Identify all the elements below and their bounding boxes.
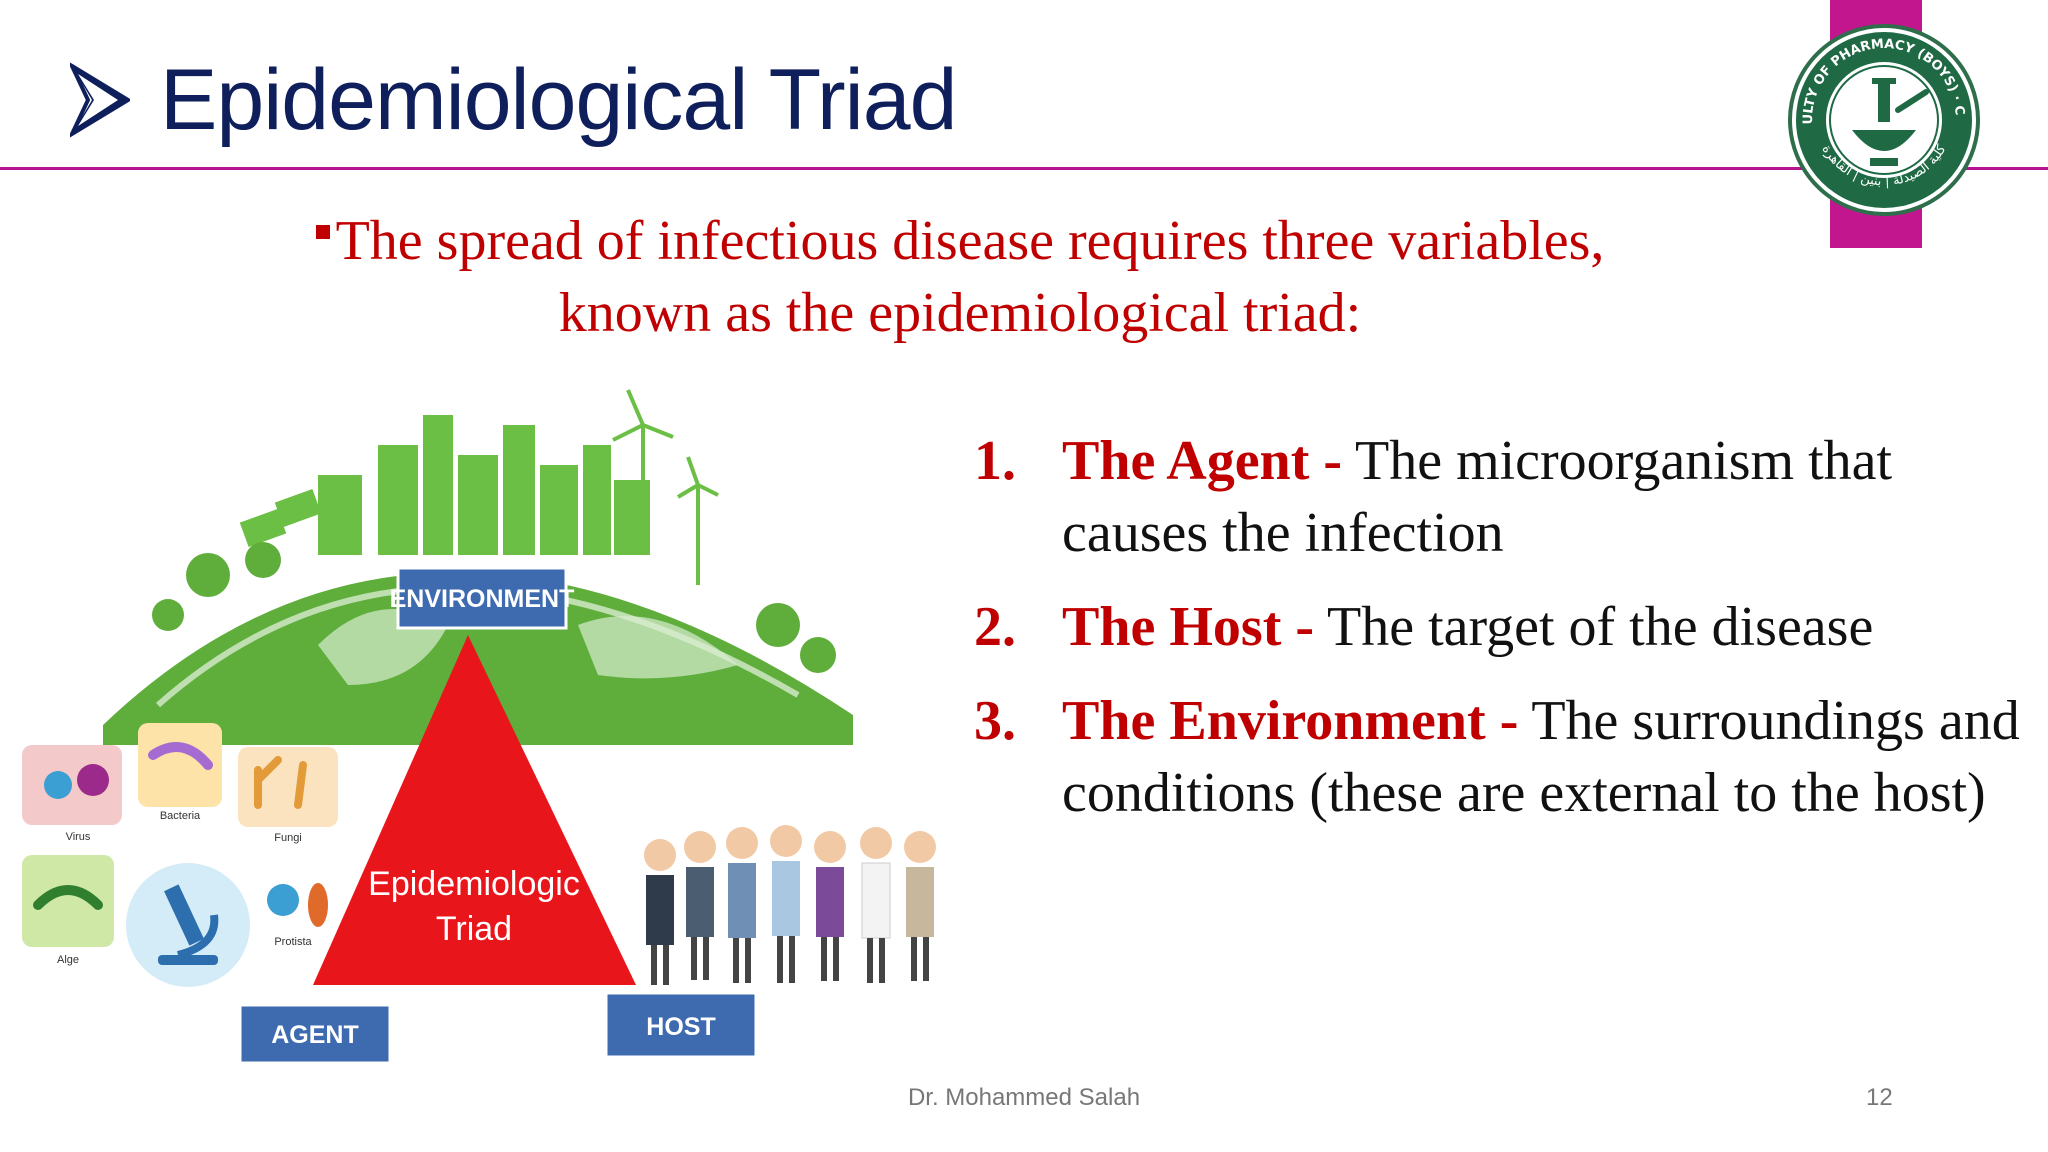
faculty-seal-logo: FACULTY OF PHARMACY (BOYS) · CAIRO كلية … <box>1786 22 1980 216</box>
triad-list: 1. The Agent - The microorganism that ca… <box>970 425 2040 851</box>
list-number: 2. <box>974 596 1016 658</box>
agent-label: AGENT <box>271 1021 359 1049</box>
microbe-label-protista: Protista <box>274 936 312 948</box>
page-number: 12 <box>1866 1084 1893 1111</box>
microbe-label-alge: Alge <box>57 954 79 966</box>
microscope-icon <box>158 884 219 965</box>
intro-line-2: known as the epidemiological triad: <box>558 282 1362 344</box>
list-term: The Host - <box>1062 596 1314 658</box>
triad-label-line1: Epidemiologic <box>368 865 580 903</box>
intro-line-1: The spread of infectious disease require… <box>335 210 1605 272</box>
host-label: HOST <box>646 1013 715 1041</box>
agent-label-box <box>238 1003 392 1065</box>
microbe-label-bacteria: Bacteria <box>160 810 201 822</box>
list-description: The target of the disease <box>1327 596 1874 658</box>
list-term: The Environment - <box>1062 690 1519 752</box>
list-item-environment: 3. The Environment - The surroundings an… <box>970 685 2040 829</box>
arrow-bullet-icon <box>70 62 130 138</box>
title-row: Epidemiological Triad <box>70 40 957 160</box>
list-description: The microorganism that causes the infect… <box>1062 430 1893 564</box>
list-item-agent: 1. The Agent - The microorganism that ca… <box>970 425 2040 569</box>
host-label-box <box>604 991 758 1059</box>
fungi-icon <box>254 756 307 809</box>
alge-icon <box>33 885 103 910</box>
wind-turbine <box>612 389 719 585</box>
list-description: The surroundings and conditions (these a… <box>1062 690 2020 824</box>
list-term: The Agent - <box>1062 430 1342 492</box>
microbe-label-fungi: Fungi <box>274 832 302 844</box>
title-divider <box>0 167 2048 170</box>
epidemiologic-triad-illustration: ENVIRONMENT Epidemiologic Triad Virus Ba… <box>22 389 936 1065</box>
environment-label: ENVIRONMENT <box>390 585 575 613</box>
environment-label-box <box>396 566 568 630</box>
solar-panels <box>239 488 322 548</box>
people-group <box>644 825 936 985</box>
trees <box>152 542 836 673</box>
page-title: Epidemiological Triad <box>160 51 957 148</box>
intro-text: The spread of infectious disease require… <box>200 205 1720 349</box>
list-item-host: 2. The Host - The target of the disease <box>970 591 2040 663</box>
footer-author: Dr. Mohammed Salah <box>907 1084 1141 1111</box>
microbe-label-virus: Virus <box>66 831 91 843</box>
protista-icon <box>267 884 299 916</box>
microbes-cluster: Virus Bacteria Fungi Alge Protista <box>22 723 338 987</box>
city-skyline <box>318 415 650 555</box>
square-bullet-icon <box>315 225 330 240</box>
list-number: 3. <box>974 690 1016 752</box>
bacteria-icon <box>148 742 213 770</box>
list-number: 1. <box>974 430 1016 492</box>
triad-triangle <box>313 635 636 985</box>
virus-icon <box>44 771 72 799</box>
triad-label-line2: Triad <box>436 910 512 948</box>
